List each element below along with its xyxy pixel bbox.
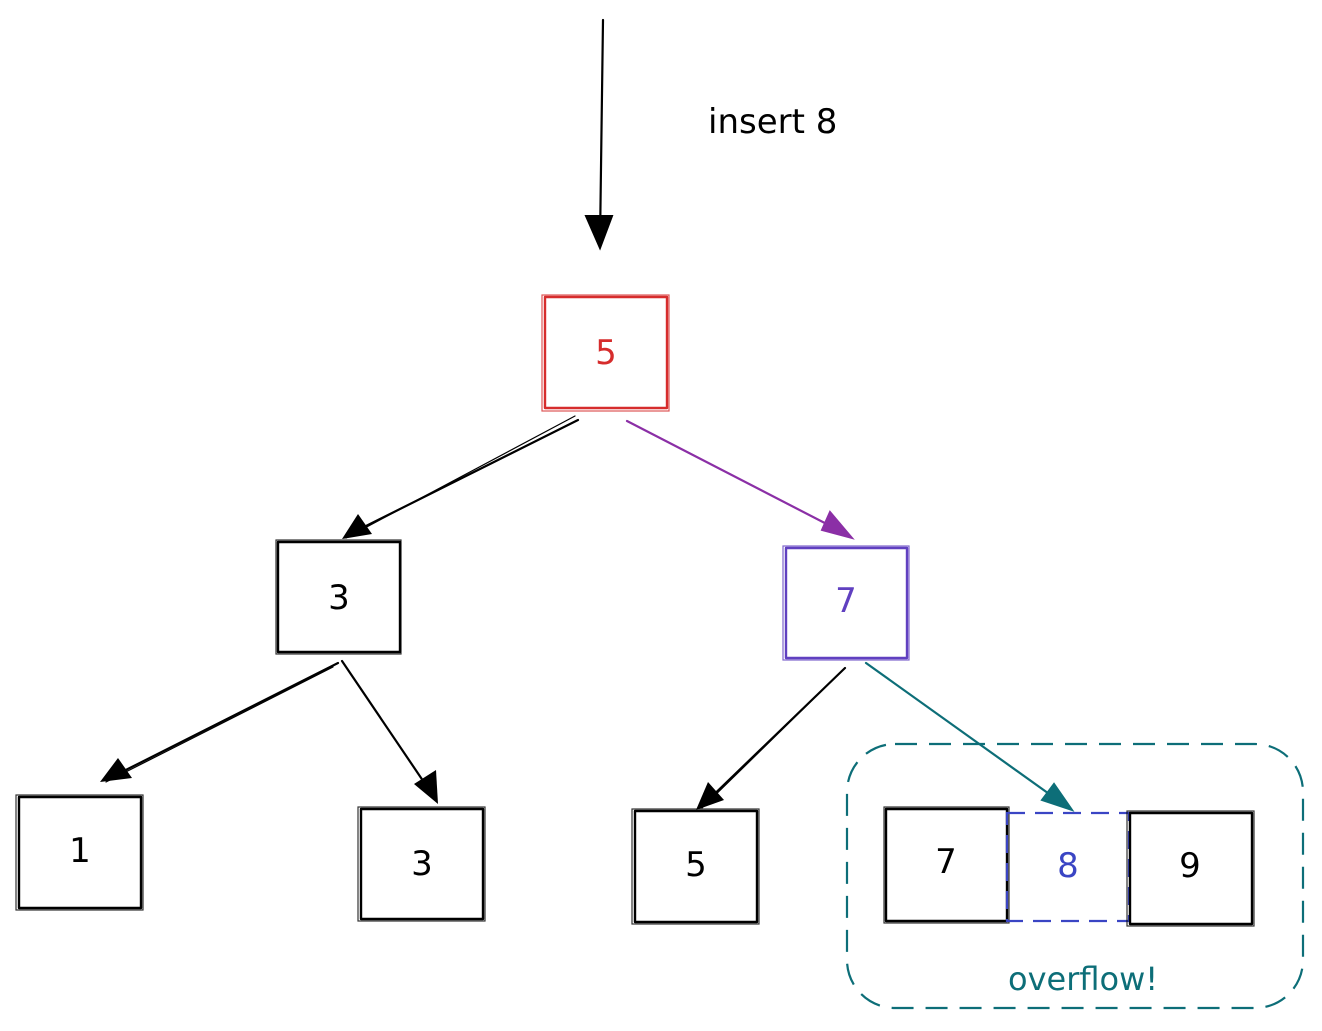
overflow-label: overflow! — [1008, 960, 1158, 998]
leaf-node-9: 9 — [1126, 810, 1255, 927]
leaf-node-1: 1 — [15, 794, 144, 911]
insert-annotation: insert 8 — [708, 102, 837, 142]
leaf-node-3: 3 — [357, 806, 486, 922]
left-internal-node-label: 3 — [328, 578, 350, 618]
root-node-label: 5 — [595, 333, 617, 373]
leaf-node-8-new: 8 — [1005, 811, 1131, 923]
overflow-region: overflow! — [845, 742, 1305, 1010]
edge-left-to-leaf-1 — [100, 661, 340, 783]
leaf-node-9-label: 9 — [1179, 846, 1201, 886]
leaf-node-3-label: 3 — [411, 844, 433, 884]
right-internal-node: 7 — [782, 545, 910, 661]
edge-left-to-leaf-3 — [340, 659, 438, 804]
leaf-node-5: 5 — [631, 808, 760, 925]
leaf-node-7: 7 — [883, 806, 1010, 924]
leaf-node-5-label: 5 — [685, 845, 707, 885]
left-internal-node: 3 — [275, 539, 402, 655]
edge-right-to-leaf-8 — [864, 661, 1075, 812]
root-node: 5 — [541, 294, 670, 412]
leaf-node-1-label: 1 — [69, 831, 91, 871]
leaf-node-8-label: 8 — [1057, 846, 1079, 886]
insert-arrow — [584, 18, 614, 251]
leaf-node-7-label: 7 — [935, 842, 957, 882]
edge-right-to-leaf-5 — [696, 666, 847, 810]
edge-root-to-left — [342, 415, 580, 539]
right-internal-node-label: 7 — [835, 581, 857, 621]
edge-root-to-right — [625, 419, 855, 540]
